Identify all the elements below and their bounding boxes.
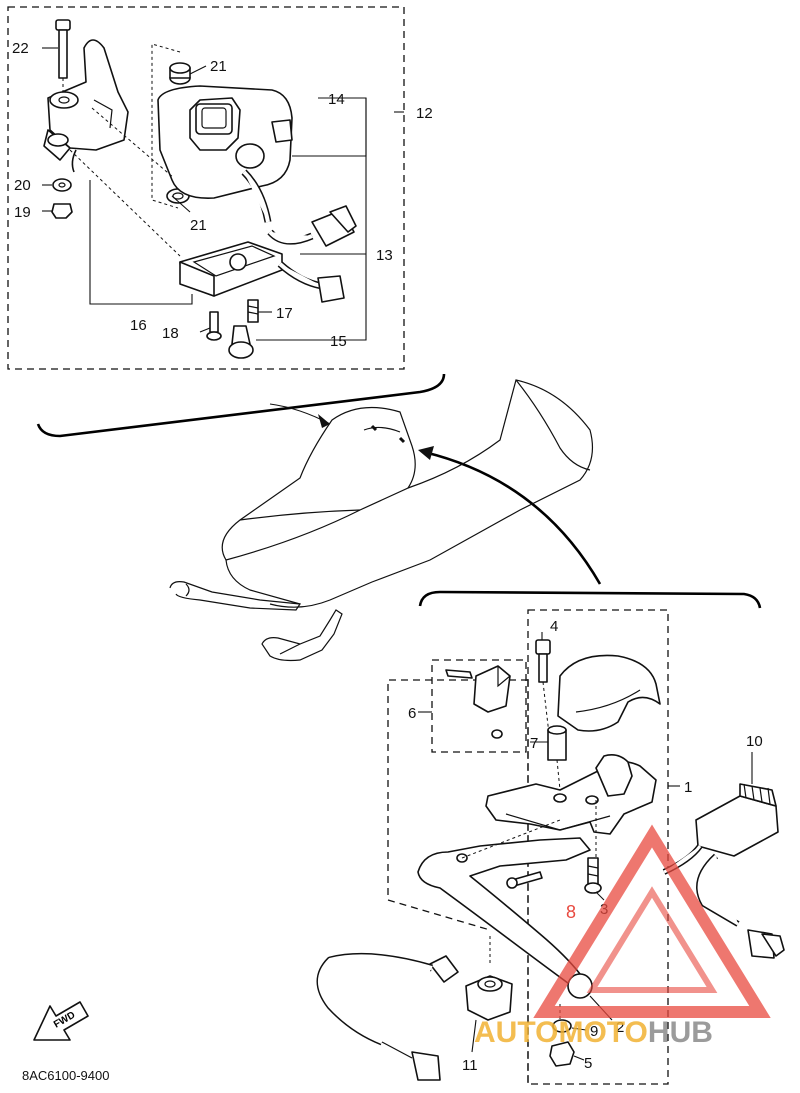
callout-6: 6 xyxy=(408,705,416,722)
callout-13: 13 xyxy=(376,247,393,264)
washer-20 xyxy=(52,178,72,192)
diagram-code: 8AC6100-9400 xyxy=(22,1068,109,1083)
fwd-arrow-icon: FWD xyxy=(33,1001,89,1041)
washer-9 xyxy=(552,1019,572,1033)
kit-6-frame xyxy=(431,659,527,753)
switch-11 xyxy=(316,952,513,1081)
bolt-22 xyxy=(55,19,71,100)
nut-5 xyxy=(549,1041,575,1067)
pointer-bottom xyxy=(423,450,602,585)
spacer-7 xyxy=(547,725,567,791)
snowmobile-outline xyxy=(169,379,593,662)
callout-18: 18 xyxy=(162,325,179,342)
callout-4: 4 xyxy=(550,618,558,635)
pointer-top xyxy=(36,373,446,438)
callout-5: 5 xyxy=(584,1055,592,1072)
callout-17: 17 xyxy=(276,305,293,322)
screw-18 xyxy=(206,311,222,341)
callout-1: 1 xyxy=(684,779,692,796)
pointer-top-arrowhead xyxy=(318,414,330,428)
callout-10: 10 xyxy=(746,733,763,750)
lever-holder-1 xyxy=(485,754,657,835)
pivot-bolt-3 xyxy=(584,857,602,894)
tank-bracket xyxy=(43,39,129,173)
control-unit-16 xyxy=(179,241,345,303)
callout-19: 19 xyxy=(14,204,31,221)
automotohub-watermark: 8 AUTOMOTOHUB xyxy=(474,824,771,1049)
watermark-auto: AUTO xyxy=(474,1016,558,1049)
callout-2: 2 xyxy=(616,1019,624,1036)
bolt-4 xyxy=(535,639,553,761)
callout-11: 11 xyxy=(462,1057,478,1074)
callout-22: 22 xyxy=(12,40,29,57)
watermark-moto: MOTO xyxy=(558,1016,647,1049)
switch-unit-10 xyxy=(662,783,785,959)
callout-9: 9 xyxy=(590,1023,598,1040)
connector-13 xyxy=(267,205,357,247)
callout-20: 20 xyxy=(14,177,31,194)
screw-8 xyxy=(506,871,543,889)
bracket-21 xyxy=(151,43,181,209)
watermark-triangle xyxy=(533,824,771,1018)
watermark-text: AUTOMOTOHUB xyxy=(474,1016,713,1049)
callout-7: 7 xyxy=(530,735,538,752)
callout-15: 15 xyxy=(330,333,347,350)
callout-14: 14 xyxy=(328,91,345,108)
pointer-bottom-arrowhead xyxy=(418,446,434,460)
callout-21-top: 21 xyxy=(210,58,227,75)
lower-bracket-line xyxy=(418,590,762,609)
upper-detail-frame xyxy=(7,6,405,370)
watermark-number: 8 xyxy=(566,902,576,922)
lower-bracket-frame xyxy=(387,679,528,931)
switch-kit-6 xyxy=(445,665,511,739)
callout-12: 12 xyxy=(416,105,433,122)
callout-21-bottom: 21 xyxy=(190,217,207,234)
callout-16: 16 xyxy=(130,317,147,334)
bolt-15 xyxy=(228,325,254,359)
screw-17 xyxy=(247,299,259,323)
lever-cover xyxy=(557,654,661,732)
grommet-21-top xyxy=(169,62,191,85)
fuel-tank xyxy=(157,85,293,223)
watermark-hub: HUB xyxy=(648,1016,713,1049)
nut-19 xyxy=(51,203,73,219)
